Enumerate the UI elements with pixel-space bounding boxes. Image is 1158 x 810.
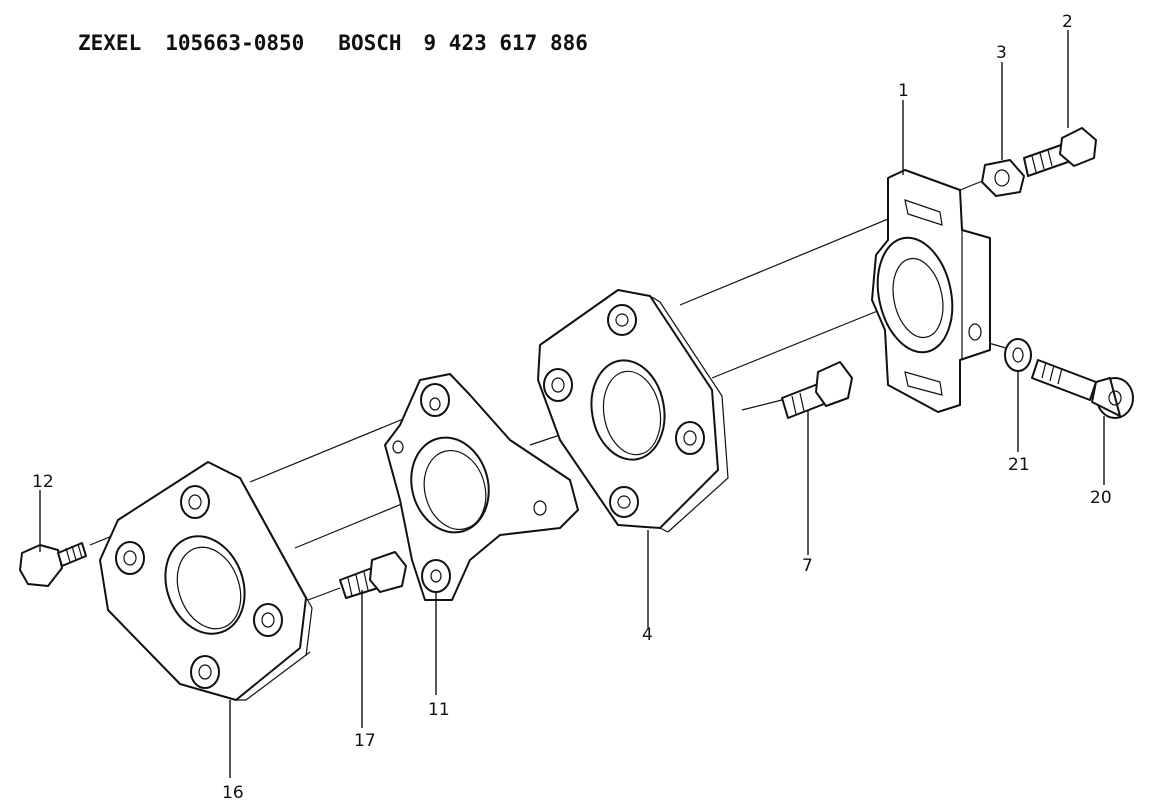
part-16-flange: [99, 461, 313, 701]
part-2-hex-bolt: [1023, 127, 1097, 177]
part-11-bracket: [384, 373, 579, 601]
part-21-washer: [1004, 338, 1032, 372]
brand-bosch: BOSCH: [338, 31, 402, 55]
part-number-header: ZEXEL 105663-0850 BOSCH 9 423 617 886: [78, 31, 588, 55]
part-7-bolt: [781, 361, 853, 419]
callout-12: 12: [32, 472, 54, 492]
part-17-stud: [339, 551, 407, 599]
callout-11: 11: [428, 700, 450, 720]
callout-labels: 12 16 17 11 4 7 1 3 2 21 20: [32, 12, 1112, 803]
part-3-washer: [981, 159, 1025, 197]
callout-21: 21: [1008, 455, 1030, 475]
callout-3: 3: [996, 43, 1007, 63]
bosch-part-number: 9 423 617 886: [423, 31, 588, 55]
callout-2: 2: [1062, 12, 1073, 32]
zexel-part-number: 105663-0850: [165, 31, 305, 55]
part-1-slotted-bracket: [871, 169, 991, 413]
part-20-socket-bolt: [1031, 359, 1134, 419]
callout-16: 16: [222, 783, 244, 803]
leader-lines: [39, 30, 1105, 778]
callout-7: 7: [802, 556, 813, 576]
callout-20: 20: [1090, 488, 1112, 508]
callout-1: 1: [898, 81, 909, 101]
part-12-hex-bolt: [19, 542, 87, 587]
callout-4: 4: [642, 625, 653, 645]
callout-17: 17: [354, 731, 376, 751]
brand-zexel: ZEXEL: [78, 31, 142, 55]
part-4-main-flange: [537, 289, 729, 533]
